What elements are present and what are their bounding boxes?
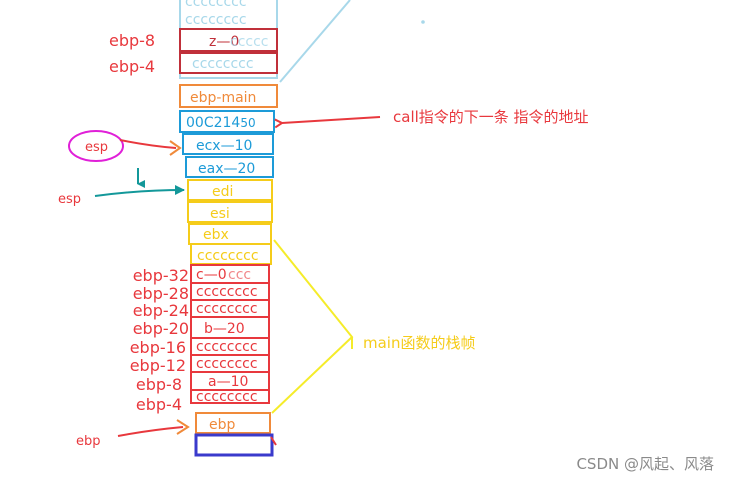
label-ebp-8-top: ebp-8 [109,31,155,50]
offset-label: ebp-12 [130,356,186,375]
ebx-text: ebx [203,227,229,243]
b-value: b—20 [204,321,245,337]
esp-arrow-1-shaft [119,139,177,149]
filler-row: cccccccc [196,301,258,317]
offset-label: ebp-24 [133,301,189,320]
eax-cell [185,156,274,178]
ecx-text: ecx—10 [196,138,252,154]
offset-label: ebp-16 [130,338,186,357]
offset-label: ebp-8 [136,375,182,394]
local-vars-dividers [191,282,269,391]
esp-arrow-1-head [169,140,182,156]
ebp-main-cell [179,84,278,108]
a-value: a—10 [208,374,248,390]
ecx-cell [182,133,274,155]
next-frame-cell [194,433,274,457]
ebx-cell [188,223,272,245]
esp-highlight-ellipse [68,130,124,162]
c-filler: ccc [228,267,251,283]
return-address-arrow [282,116,381,123]
label-ebp-4-top: ebp-4 [109,57,155,76]
offset-label: ebp-20 [133,319,189,338]
stray-dot [421,20,425,24]
filler-row: cccccccc [196,339,258,355]
z-cell-value: z—0 [209,34,239,50]
ebp-arrow-shaft [117,426,184,437]
ebp-bottom-text: ebp [209,417,236,433]
filler-row: cccccccc [196,356,258,372]
ebp4-cell-filler: cccccccc [192,56,254,72]
ebp-bottom-cell [195,412,271,434]
offset-label: ebp-28 [133,284,189,303]
filler-row: cccccccc [196,389,258,405]
ebp-side-label: ebp [76,434,101,449]
edi-text: edi [212,184,233,200]
call-note: call指令的下一条 指令的地址 [393,108,589,126]
esp-label-2: esp [58,192,81,207]
ebp-arrow-head [176,419,190,435]
watermark: CSDN @风起、风落 [576,455,714,473]
return-address-text: 00C21450 [186,115,256,131]
main-frame-top-filler: cccccccc [197,248,259,264]
return-address-suffix: 50 [240,116,255,130]
upper-frame: cccccccc cccccccc z—0 ccccc cccccccc ebp… [109,0,425,83]
z-cell [179,28,278,52]
main-frame-label: main函数的栈帧 [363,334,475,352]
return-address-prefix: 00C214 [186,115,240,131]
offset-label: ebp-32 [133,266,189,285]
red-tick [270,436,277,446]
offset-label: ebp-4 [136,395,182,414]
upper-filler-row: cccccccc [185,0,247,10]
esi-text: esi [210,206,230,222]
eax-text: eax—20 [198,161,255,177]
local-vars-block [190,264,270,404]
c-value: c—0 [196,267,227,283]
esp-arrow-2 [94,185,185,197]
z-cell-filler: ccccc [230,34,269,50]
ebp-main-text: ebp-main [190,90,256,106]
esp-label-1: esp [85,140,108,155]
upper-filler-row: cccccccc [185,12,247,28]
return-address-cell [179,110,275,133]
main-frame: cccccccc c—0 ccc cccccccc cccccccc b—20 … [130,239,475,414]
filler-row: cccccccc [196,284,258,300]
main-frame-bracket [271,239,354,414]
offset-labels: ebp-32 ebp-28 ebp-24 ebp-20 ebp-16 ebp-1… [130,266,189,414]
upper-frame-lead-line [279,0,351,83]
esi-cell [187,201,273,223]
ebp4-cell [179,52,278,74]
edi-cell [187,179,273,201]
